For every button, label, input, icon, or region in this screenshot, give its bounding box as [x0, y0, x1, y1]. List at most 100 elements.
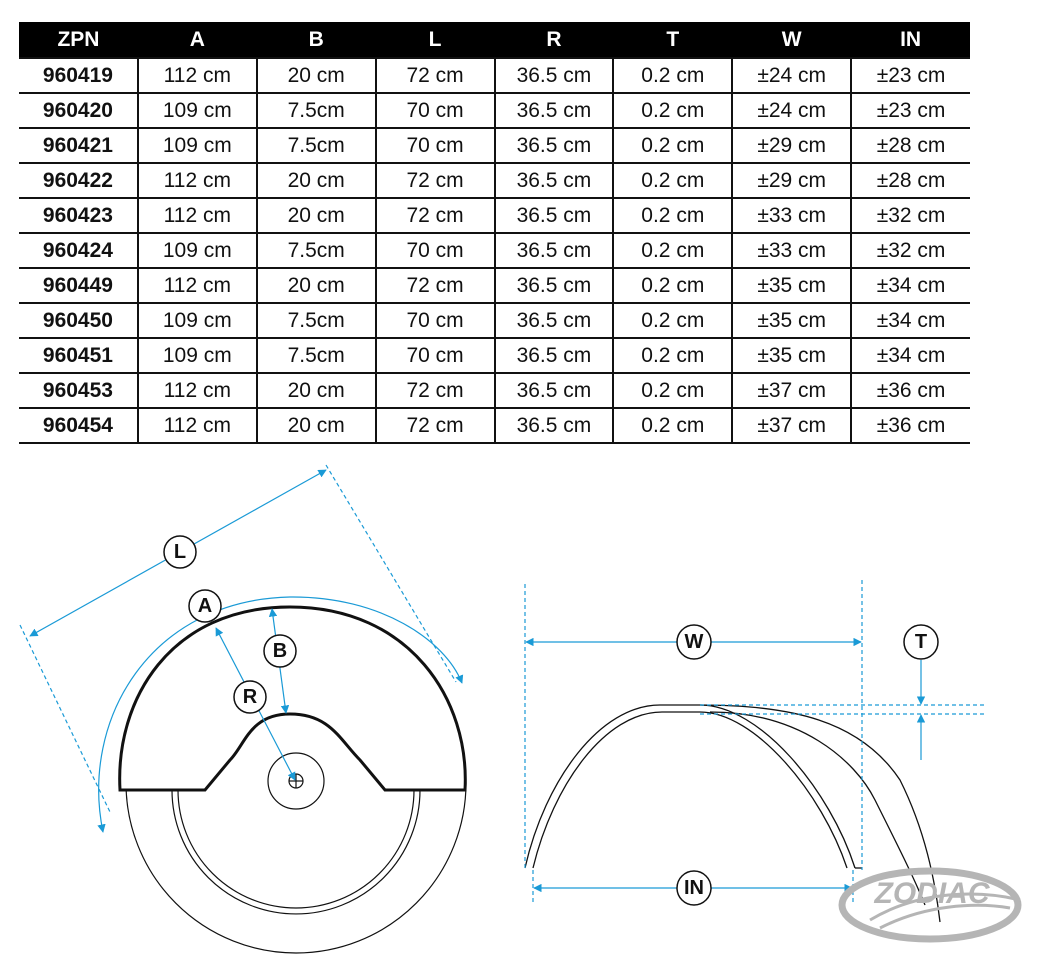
cell-w: ±29 cm	[731, 127, 853, 164]
cell-in: ±28 cm	[850, 162, 970, 199]
cell-a: 112 cm	[136, 407, 258, 444]
cell-t: 0.2 cm	[612, 302, 734, 339]
cell-zpn: 960421	[19, 127, 139, 164]
cell-a: 109 cm	[136, 337, 258, 374]
cell-t: 0.2 cm	[612, 267, 734, 304]
cell-zpn: 960450	[19, 302, 139, 339]
cell-b: 7.5cm	[255, 337, 377, 374]
cell-a: 112 cm	[136, 57, 258, 94]
cell-b: 20 cm	[255, 162, 377, 199]
cell-r: 36.5 cm	[493, 267, 615, 304]
cell-b: 7.5cm	[255, 127, 377, 164]
cell-t: 0.2 cm	[612, 57, 734, 94]
label-W: W	[685, 631, 704, 653]
cell-zpn: 960453	[19, 372, 139, 409]
cell-b: 20 cm	[255, 197, 377, 234]
cell-r: 36.5 cm	[493, 337, 615, 374]
cell-l: 72 cm	[374, 57, 496, 94]
cell-w: ±35 cm	[731, 302, 853, 339]
cell-in: ±36 cm	[850, 407, 970, 444]
label-IN: IN	[684, 877, 704, 899]
rim-outline	[171, 789, 421, 915]
cell-zpn: 960419	[19, 57, 139, 94]
cell-t: 0.2 cm	[612, 162, 734, 199]
cell-l: 70 cm	[374, 92, 496, 129]
column-header-a: A	[137, 22, 257, 58]
column-header-t: T	[613, 22, 733, 58]
cell-b: 7.5cm	[255, 232, 377, 269]
cell-in: ±34 cm	[850, 302, 970, 339]
label-A: A	[198, 595, 212, 617]
cell-b: 20 cm	[255, 267, 377, 304]
label-B: B	[273, 640, 287, 662]
dimension-A	[97, 596, 464, 833]
cell-w: ±35 cm	[731, 267, 853, 304]
cell-b: 20 cm	[255, 57, 377, 94]
column-header-w: W	[732, 22, 852, 58]
cell-l: 72 cm	[374, 197, 496, 234]
cell-zpn: 960423	[19, 197, 139, 234]
cell-l: 72 cm	[374, 372, 496, 409]
cell-r: 36.5 cm	[493, 197, 615, 234]
svg-text:ZODIAC: ZODIAC	[874, 877, 991, 910]
cell-t: 0.2 cm	[612, 127, 734, 164]
cell-r: 36.5 cm	[493, 232, 615, 269]
cell-b: 7.5cm	[255, 92, 377, 129]
cell-zpn: 960422	[19, 162, 139, 199]
cell-zpn: 960449	[19, 267, 139, 304]
cell-r: 36.5 cm	[493, 57, 615, 94]
column-header-l: L	[375, 22, 495, 58]
cell-a: 112 cm	[136, 372, 258, 409]
cell-r: 36.5 cm	[493, 162, 615, 199]
cell-zpn: 960420	[19, 92, 139, 129]
column-header-in: IN	[851, 22, 970, 58]
cell-w: ±24 cm	[731, 57, 853, 94]
cell-r: 36.5 cm	[493, 127, 615, 164]
cell-t: 0.2 cm	[612, 407, 734, 444]
rim-inner	[177, 789, 415, 909]
cell-t: 0.2 cm	[612, 197, 734, 234]
cell-a: 109 cm	[136, 92, 258, 129]
cell-in: ±34 cm	[850, 337, 970, 374]
cell-in: ±36 cm	[850, 372, 970, 409]
cell-l: 70 cm	[374, 337, 496, 374]
cell-in: ±23 cm	[850, 92, 970, 129]
column-header-r: R	[494, 22, 614, 58]
cell-l: 72 cm	[374, 407, 496, 444]
cell-t: 0.2 cm	[612, 92, 734, 129]
cell-r: 36.5 cm	[493, 302, 615, 339]
cell-w: ±33 cm	[731, 197, 853, 234]
zodiac-logo: ZODIAC	[838, 867, 1022, 943]
cell-l: 72 cm	[374, 267, 496, 304]
label-R: R	[243, 686, 258, 708]
cell-zpn: 960451	[19, 337, 139, 374]
column-header-zpn: ZPN	[19, 22, 138, 58]
cell-r: 36.5 cm	[493, 407, 615, 444]
cell-w: ±29 cm	[731, 162, 853, 199]
cell-w: ±37 cm	[731, 407, 853, 444]
cell-b: 20 cm	[255, 372, 377, 409]
cell-t: 0.2 cm	[612, 372, 734, 409]
cell-in: ±32 cm	[850, 197, 970, 234]
cell-b: 20 cm	[255, 407, 377, 444]
cell-w: ±35 cm	[731, 337, 853, 374]
column-header-b: B	[256, 22, 376, 58]
cell-in: ±23 cm	[850, 57, 970, 94]
cell-w: ±37 cm	[731, 372, 853, 409]
cell-a: 109 cm	[136, 232, 258, 269]
cell-l: 70 cm	[374, 127, 496, 164]
cell-a: 112 cm	[136, 267, 258, 304]
cell-r: 36.5 cm	[493, 92, 615, 129]
